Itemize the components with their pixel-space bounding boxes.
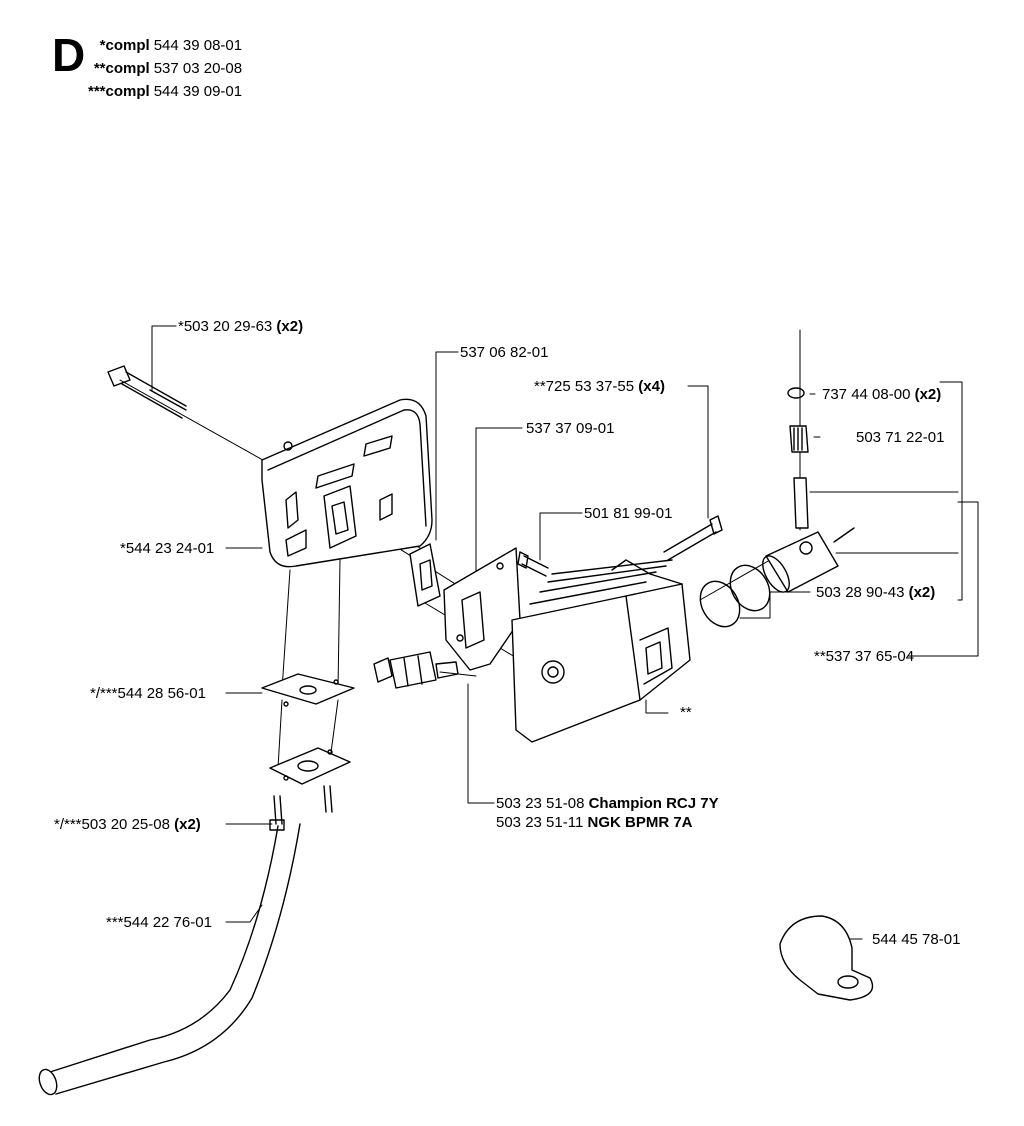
clamp	[779, 915, 874, 1001]
muffler-gasket	[261, 673, 355, 707]
cylinder-screw	[663, 515, 723, 561]
pipe-bolts	[269, 785, 333, 831]
part-label: ***544 22 76-01	[106, 914, 212, 931]
part-label: *503 20 29-63 (x2)	[178, 318, 304, 335]
section-letter: D	[52, 29, 86, 81]
part-label: 537 06 82-01	[460, 344, 549, 361]
part-label: 503 71 22-01	[856, 429, 945, 446]
piston-pin	[793, 477, 809, 529]
plate-screw	[517, 551, 549, 577]
part-label: 503 23 51-11 NGK BPMR 7A	[496, 814, 693, 831]
part-label: */***503 20 25-08 (x2)	[54, 816, 201, 833]
part-label: **725 53 37-55 (x4)	[534, 378, 665, 395]
part-label: 501 81 99-01	[584, 505, 673, 522]
retainer-clip	[787, 387, 805, 399]
compl-number: 544 39 09-01	[153, 83, 243, 100]
compl-number: 544 39 08-01	[153, 37, 243, 54]
compl-prefix: ***compl	[88, 83, 150, 100]
part-label: 503 28 90-43 (x2)	[816, 584, 936, 601]
part-label: **537 37 65-04	[814, 648, 915, 665]
part-label: 537 37 09-01	[526, 420, 615, 437]
cylinder	[511, 559, 691, 743]
exhaust-pipe	[38, 823, 301, 1096]
leader-lines	[119, 325, 979, 947]
muffler	[261, 398, 433, 568]
pipe-flange	[269, 747, 351, 785]
compl-prefix: *compl	[99, 37, 150, 54]
piston	[762, 527, 855, 593]
cylinder-gasket	[409, 543, 441, 607]
compl-number: 537 03 20-08	[153, 60, 243, 77]
muffler-bolt	[107, 365, 187, 419]
part-label: *544 23 24-01	[120, 540, 215, 557]
part-label: */***544 28 56-01	[90, 685, 206, 702]
needle-bearing	[789, 425, 809, 453]
part-label: 544 45 78-01	[872, 931, 961, 948]
spark-plug	[373, 651, 459, 689]
part-label: 503 23 51-08 Champion RCJ 7Y	[496, 795, 719, 812]
part-label: 737 44 08-00 (x2)	[822, 386, 942, 403]
heat-shield-plate	[443, 547, 521, 671]
part-label: **	[680, 704, 692, 721]
piston-rings	[699, 564, 771, 628]
compl-prefix: **compl	[93, 60, 150, 77]
